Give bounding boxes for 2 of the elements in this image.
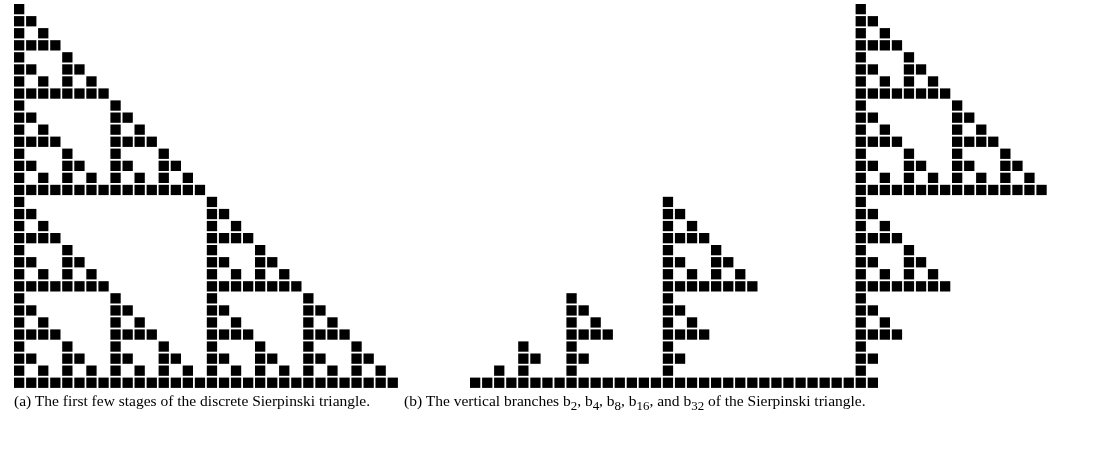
figure-caption: (a) The first few stages of the discrete Sierpinski triangle. [14, 391, 372, 411]
figure-caption: (b) The vertical branches b$_{2}$, b$_{4}$, b$_{8}$, b$_{16}$, and b$_{32}$ of the Sierpinski triangle. [404, 391, 867, 416]
